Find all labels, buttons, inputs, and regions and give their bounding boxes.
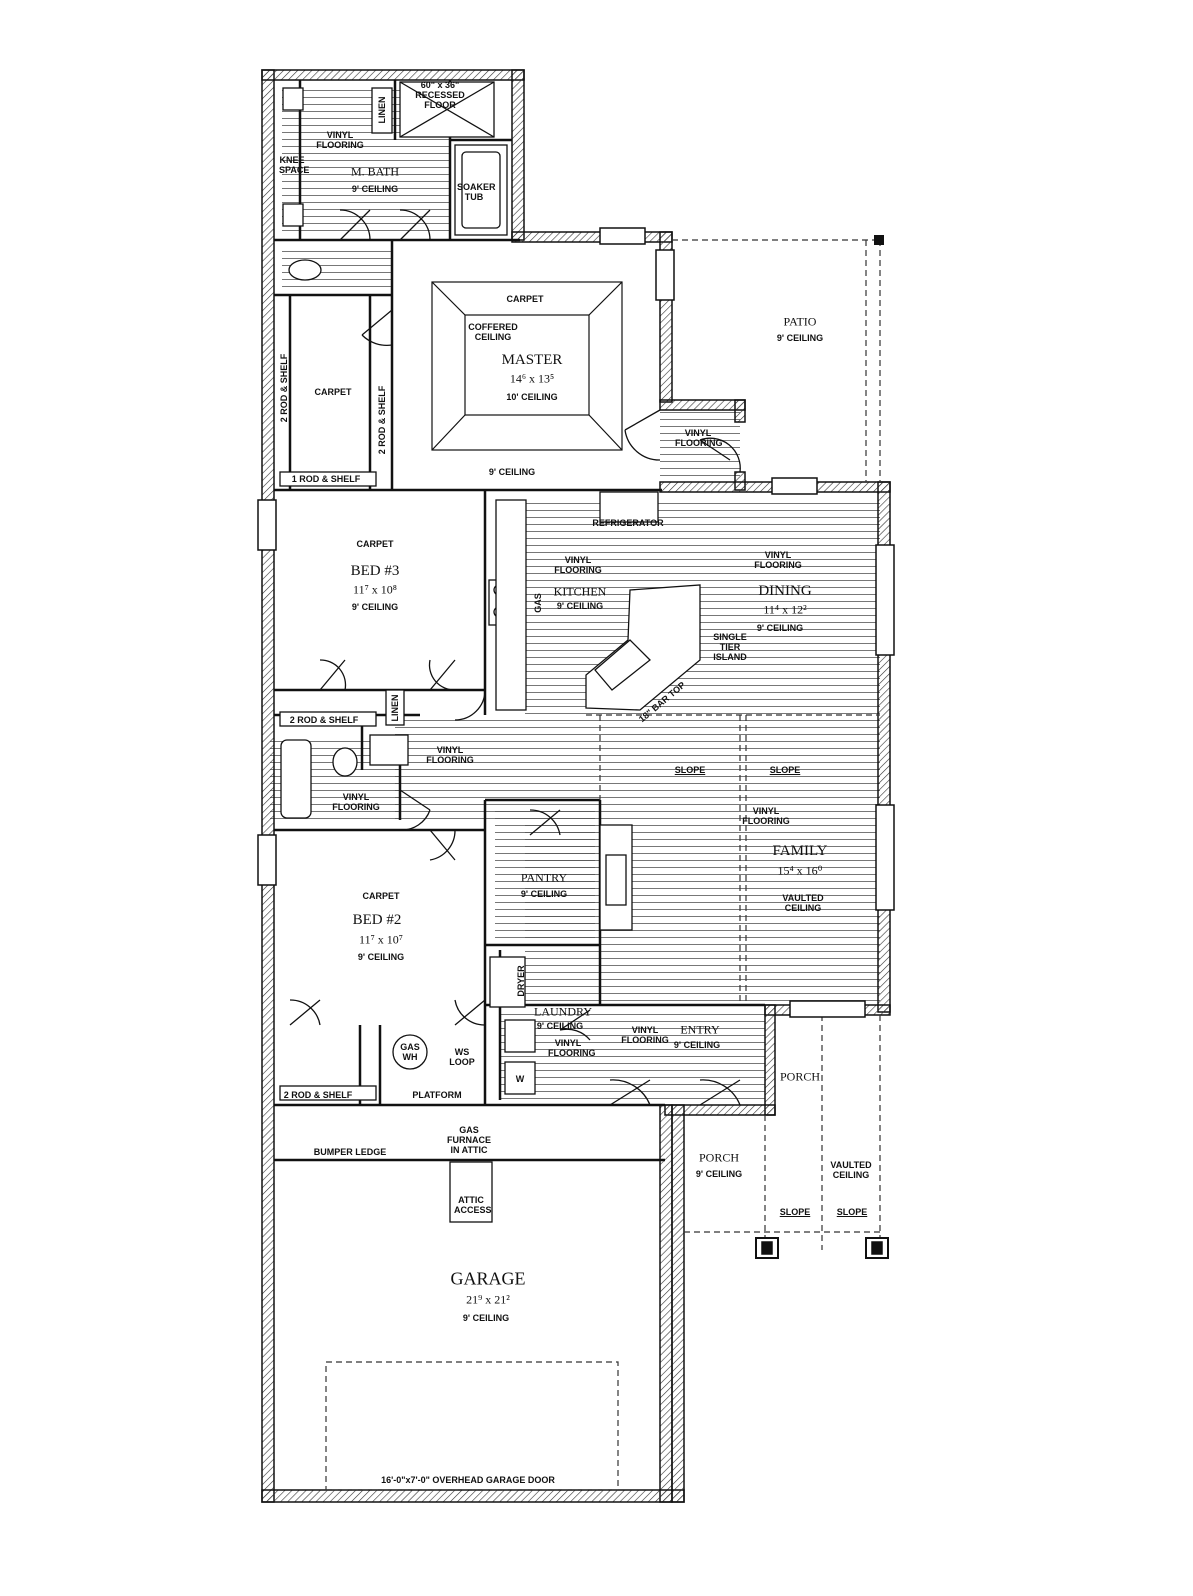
garage-dims: 21⁹ x 21²: [466, 1292, 510, 1307]
pantry-ceiling: 9' CEILING: [520, 889, 568, 899]
gas-furnace-label: GAS FURNACE IN ATTIC: [447, 1125, 491, 1155]
ws-loop-label: WS LOOP: [449, 1047, 475, 1067]
attic-access-label: ATTIC ACCESS: [454, 1195, 492, 1215]
master-ceiling: 10' CEILING: [506, 392, 558, 402]
entry-flooring: VINYL FLOORING: [621, 1025, 669, 1045]
laundry-name: LAUNDRY: [533, 1004, 593, 1019]
master-floor: CARPET: [506, 294, 544, 304]
closet-rod-shelf-left: 2 ROD & SHELF: [279, 353, 289, 423]
master-name: MASTER: [501, 352, 563, 368]
hall-vinyl-flooring: VINYL FLOORING: [675, 428, 723, 448]
patio-name: PATIO: [783, 314, 817, 329]
hall-flooring: VINYL FLOORING: [426, 745, 474, 765]
dining-dims: 11⁴ x 12²: [763, 602, 807, 617]
single-tier-island-label: SINGLE TIER ISLAND: [713, 632, 747, 662]
shower-label: 60" x 36" RECESSED FLOOR: [415, 80, 465, 110]
family-dims: 15⁴ x 16⁰: [777, 863, 823, 878]
hall-linen-label: LINEN: [390, 694, 400, 722]
entry-name: ENTRY: [680, 1022, 720, 1037]
dryer-label: DRYER: [516, 965, 526, 997]
dining-ceiling: 9' CEILING: [756, 623, 804, 633]
bed2-rod-shelf: 2 ROD & SHELF: [283, 1090, 353, 1100]
porch-ceiling: 9' CEILING: [695, 1169, 743, 1179]
bed2-ceiling: 9' CEILING: [357, 952, 405, 962]
master-coffered: COFFERED CEILING: [468, 322, 518, 342]
covered-areas-outline: [325, 239, 881, 1491]
bed3-name: BED #3: [350, 563, 400, 579]
porch-side-label: PORCH: [779, 1069, 821, 1084]
exterior-walls: [261, 69, 891, 1503]
soaker-tub-label: SOAKER TUB: [457, 182, 496, 202]
laundry-flooring: VINYL FLOORING: [548, 1038, 596, 1058]
family-flooring: VINYL FLOORING: [742, 806, 790, 826]
washer-label: W: [515, 1074, 525, 1084]
bath-flooring: VINYL FLOORING: [332, 792, 380, 812]
kitchen-flooring: VINYL FLOORING: [554, 555, 602, 575]
family-ceiling: VAULTED CEILING: [782, 893, 824, 913]
bed2-floor: CARPET: [362, 891, 400, 901]
bar-top-label: 18" BAR TOP: [636, 679, 688, 725]
dining-flooring: VINYL FLOORING: [754, 550, 802, 570]
windows: [257, 227, 895, 1018]
bed3-ceiling: 9' CEILING: [351, 602, 399, 612]
bed3-floor: CARPET: [356, 539, 394, 549]
porch-slope-left: SLOPE: [779, 1207, 811, 1217]
m-bath-ceiling: 9' CEILING: [351, 184, 399, 194]
refrigerator-label: REFRIGERATOR: [592, 518, 664, 528]
garage-door-label: 16'-0"x7'-0" OVERHEAD GARAGE DOOR: [381, 1475, 555, 1485]
garage-ceiling: 9' CEILING: [462, 1313, 510, 1323]
garage-name: GARAGE: [450, 1268, 526, 1289]
bed2-name: BED #2: [352, 912, 402, 928]
entry-ceiling: 9' CEILING: [673, 1040, 721, 1050]
knee-space-label: KNEE SPACE: [279, 155, 310, 175]
platform-label: PLATFORM: [412, 1090, 462, 1100]
door-swings: [289, 209, 741, 1106]
pantry-name: PANTRY: [520, 870, 568, 885]
coffered-ceiling-outline: [431, 281, 623, 451]
porch-vaulted: VAULTED CEILING: [830, 1160, 872, 1180]
slope-label-right: SLOPE: [769, 765, 801, 775]
porch-name: PORCH: [698, 1150, 740, 1165]
bumper-ledge-label: BUMPER LEDGE: [313, 1147, 387, 1157]
dining-name: DINING: [758, 583, 812, 599]
master-hall-ceiling: 9' CEILING: [488, 467, 536, 477]
bed3-rod-shelf: 2 ROD & SHELF: [289, 715, 359, 725]
patio-ceiling: 9' CEILING: [776, 333, 824, 343]
closet-one-rod-shelf: 1 ROD & SHELF: [291, 474, 361, 484]
kitchen-ceiling: 9' CEILING: [556, 601, 604, 611]
closet-carpet-label: CARPET: [314, 387, 352, 397]
closet-rod-shelf-right: 2 ROD & SHELF: [377, 385, 387, 455]
linen-label: LINEN: [377, 96, 387, 124]
gas-range-label: GAS: [533, 593, 543, 613]
bed2-dims: 11⁷ x 10⁷: [359, 932, 403, 947]
kitchen-name: KITCHEN: [553, 584, 607, 599]
m-bath-flooring: VINYL FLOORING: [316, 130, 364, 150]
laundry-ceiling: 9' CEILING: [536, 1021, 584, 1031]
master-dims: 14⁶ x 13⁵: [509, 371, 555, 386]
gas-water-heater-label: GAS WH: [400, 1042, 420, 1062]
fixtures: [279, 81, 701, 1223]
m-bath-name: M. BATH: [350, 164, 400, 179]
slope-label-left: SLOPE: [674, 765, 706, 775]
family-name: FAMILY: [772, 843, 828, 859]
bed3-dims: 11⁷ x 10⁸: [353, 582, 397, 597]
porch-slope-right: SLOPE: [836, 1207, 868, 1217]
